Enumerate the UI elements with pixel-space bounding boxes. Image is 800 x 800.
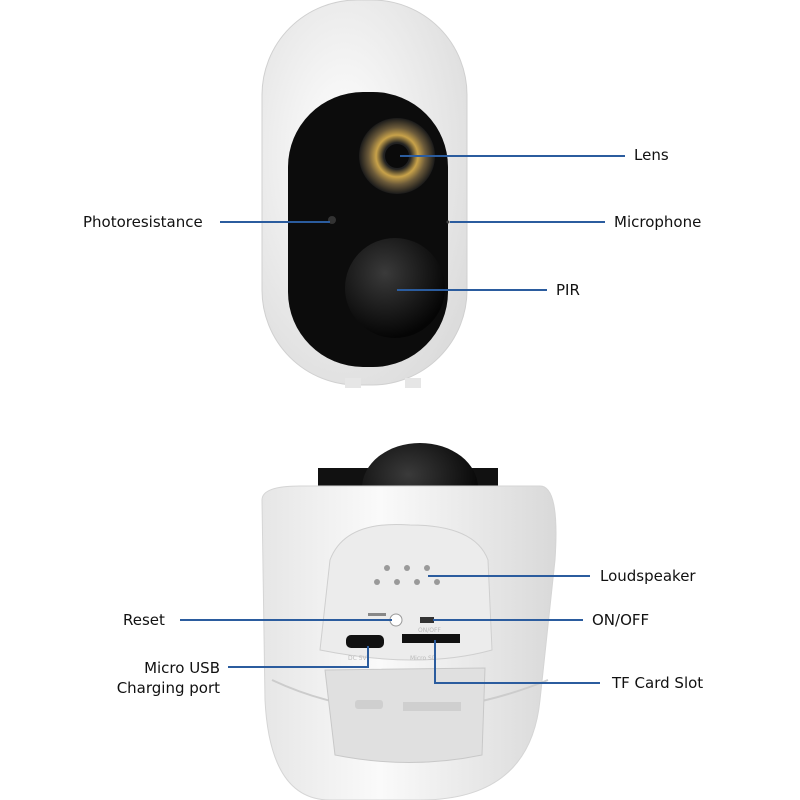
label-charging-port: Charging port [116,679,220,697]
svg-text:ON/OFF: ON/OFF [418,627,441,634]
leader-lines [180,155,625,684]
power-switch-icon [420,617,434,623]
svg-text:DC 5V: DC 5V [348,655,368,662]
label-photoresistance: Photoresistance [83,213,203,231]
pir-sensor-icon [345,238,445,338]
label-microphone: Microphone [614,213,702,231]
tf-card-slot-icon [402,634,460,643]
label-lens: Lens [634,146,669,164]
loudspeaker-holes-icon [374,565,440,585]
label-loudspeaker: Loudspeaker [600,567,696,585]
svg-text:Micro SD: Micro SD [410,655,437,662]
microphone-icon [446,220,450,224]
label-on-off: ON/OFF [592,611,650,629]
camera-front [261,0,468,388]
micro-usb-port-icon [346,635,384,648]
label-tf-card-slot: TF Card Slot [612,674,704,692]
label-reset: Reset [123,611,165,629]
camera-back: ON/OFF DC 5V Micro SD [261,443,557,800]
label-pir: PIR [556,281,580,299]
label-micro-usb: Micro USB [144,659,220,677]
